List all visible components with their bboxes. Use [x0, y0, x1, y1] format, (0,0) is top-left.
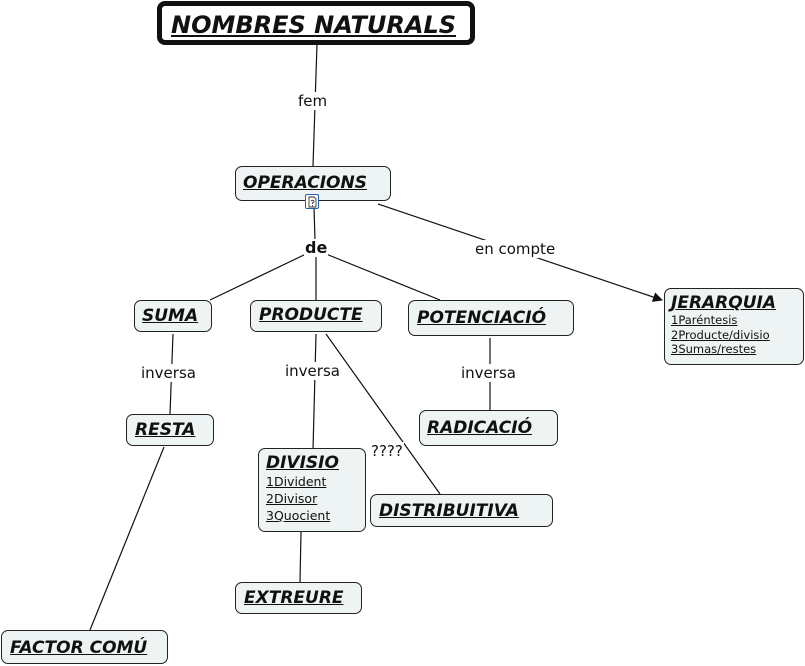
- link-label-inversa-potenciacio: inversa: [460, 364, 517, 382]
- link-label-unknown: ????: [370, 442, 404, 460]
- node-title: NOMBRES NATURALS: [171, 11, 457, 39]
- link-label-de: de: [304, 238, 329, 257]
- node-item: 1Paréntesis: [671, 313, 738, 327]
- node-jerarquia[interactable]: JERARQUIA 1Paréntesis 2Producte/divisio …: [664, 288, 804, 365]
- link-divisio-extreure: [299, 531, 302, 583]
- node-title: POTENCIACIÓ: [417, 308, 547, 328]
- link-de-suma: [209, 253, 307, 301]
- node-producte[interactable]: PRODUCTE: [250, 300, 382, 332]
- node-item: 2Divisor: [266, 491, 318, 506]
- link-label-inversa-producte: inversa: [284, 362, 341, 380]
- node-item: 3Quocient: [266, 508, 331, 523]
- node-title: SUMA: [142, 306, 199, 326]
- node-item: 3Sumas/restes: [671, 342, 757, 356]
- node-resta[interactable]: RESTA: [126, 414, 214, 446]
- link-label-inversa-suma: inversa: [140, 364, 197, 382]
- node-radicacio[interactable]: RADICACIÓ: [419, 410, 558, 446]
- node-item: 1Divident: [266, 474, 327, 489]
- link-producte-distributiva: [325, 333, 441, 495]
- node-factor-comu[interactable]: FACTOR COMÚ: [1, 630, 168, 664]
- link-resta-factor: [89, 446, 165, 631]
- link-operacions-de: [313, 207, 316, 241]
- node-distribuitiva[interactable]: DISTRIBUITIVA: [370, 494, 553, 527]
- link-producte-divisio: [312, 333, 317, 451]
- node-nombres-naturals[interactable]: NOMBRES NATURALS: [157, 1, 475, 45]
- link-de-potenciacio: [325, 253, 441, 301]
- node-title: OPERACIONS: [243, 173, 367, 193]
- node-title: DIVISIO: [266, 453, 339, 473]
- node-extreure[interactable]: EXTREURE: [235, 582, 362, 614]
- node-title: DISTRIBUITIVA: [379, 501, 519, 521]
- node-item: 2Producte/divisio: [671, 327, 770, 342]
- node-title: RESTA: [135, 420, 196, 440]
- link-label-fem: fem: [297, 92, 329, 110]
- node-potenciacio[interactable]: POTENCIACIÓ: [408, 300, 574, 336]
- node-title: PRODUCTE: [259, 305, 363, 325]
- document-icon[interactable]: [305, 194, 319, 209]
- link-label-en-compte: en compte: [474, 240, 557, 258]
- node-suma[interactable]: SUMA: [134, 300, 212, 332]
- node-title: FACTOR COMÚ: [10, 638, 148, 658]
- node-title: EXTREURE: [244, 588, 344, 608]
- node-title: JERARQUIA: [671, 293, 777, 313]
- node-divisio[interactable]: DIVISIO 1Divident 2Divisor 3Quocient: [258, 448, 366, 532]
- node-title: RADICACIÓ: [427, 418, 533, 438]
